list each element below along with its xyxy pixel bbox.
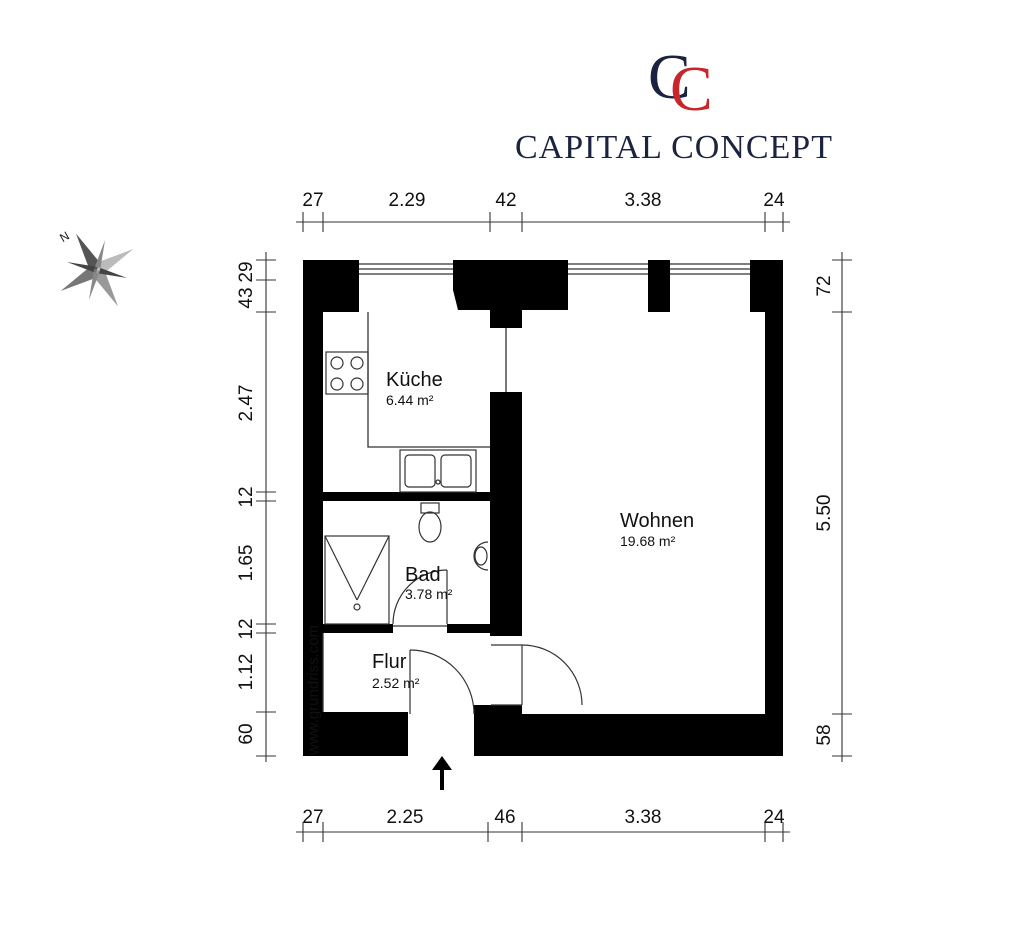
dim-right-2: 5.50 [814,495,835,532]
windows [359,263,750,275]
room-area-wohnen: 19.68 m² [620,533,676,549]
toilet-icon [418,502,442,543]
dim-left-3: 2.47 [236,385,257,422]
walls [303,260,783,756]
compass-icon [60,233,134,307]
room-name-bad: Bad [405,564,441,586]
dim-top-3: 42 [495,190,516,211]
dim-left-7: 1.12 [236,654,257,691]
dim-bottom-3: 46 [494,807,515,828]
dim-top-2: 2.29 [389,190,426,211]
dim-left-1: 43 [236,287,257,308]
dim-bottom-5: 24 [763,807,785,828]
kitchen-sink-icon [399,449,477,493]
room-name-wohnen: Wohnen [620,510,694,532]
dim-top-5: 24 [763,190,785,211]
compass-north-label: N [57,229,72,245]
dim-bottom-1: 27 [302,807,323,828]
dim-left-4: 12 [236,486,257,507]
watermark-text: www.grundriss.com [305,625,322,756]
dim-left-8: 60 [236,723,257,744]
dim-right-1: 72 [814,275,835,296]
dimension-lines [256,212,852,842]
dim-left-2: 29 [236,261,257,282]
shower-icon [324,535,390,625]
dim-left-6: 12 [236,618,257,639]
brand-logo: C C [648,41,713,124]
room-name-kueche: Küche [386,369,443,391]
dim-bottom-4: 3.38 [625,807,662,828]
dim-right-3: 58 [814,724,835,745]
brand-name: CAPITAL CONCEPT [515,129,833,166]
room-area-flur: 2.52 m² [372,675,420,691]
dim-top-1: 27 [302,190,323,211]
dim-left-5: 1.65 [236,545,257,582]
entrance-arrow-icon [432,756,452,790]
dim-bottom-2: 2.25 [387,807,424,828]
logo-letter-c-red: C [670,53,713,124]
room-area-bad: 3.78 m² [405,586,453,602]
room-area-kueche: 6.44 m² [386,392,434,408]
dim-top-4: 3.38 [625,190,662,211]
room-name-flur: Flur [372,651,407,673]
stove-icon [325,351,369,395]
washbasin-icon [473,541,489,571]
doors [392,569,583,715]
logo-letter-c-navy: C [648,41,691,112]
